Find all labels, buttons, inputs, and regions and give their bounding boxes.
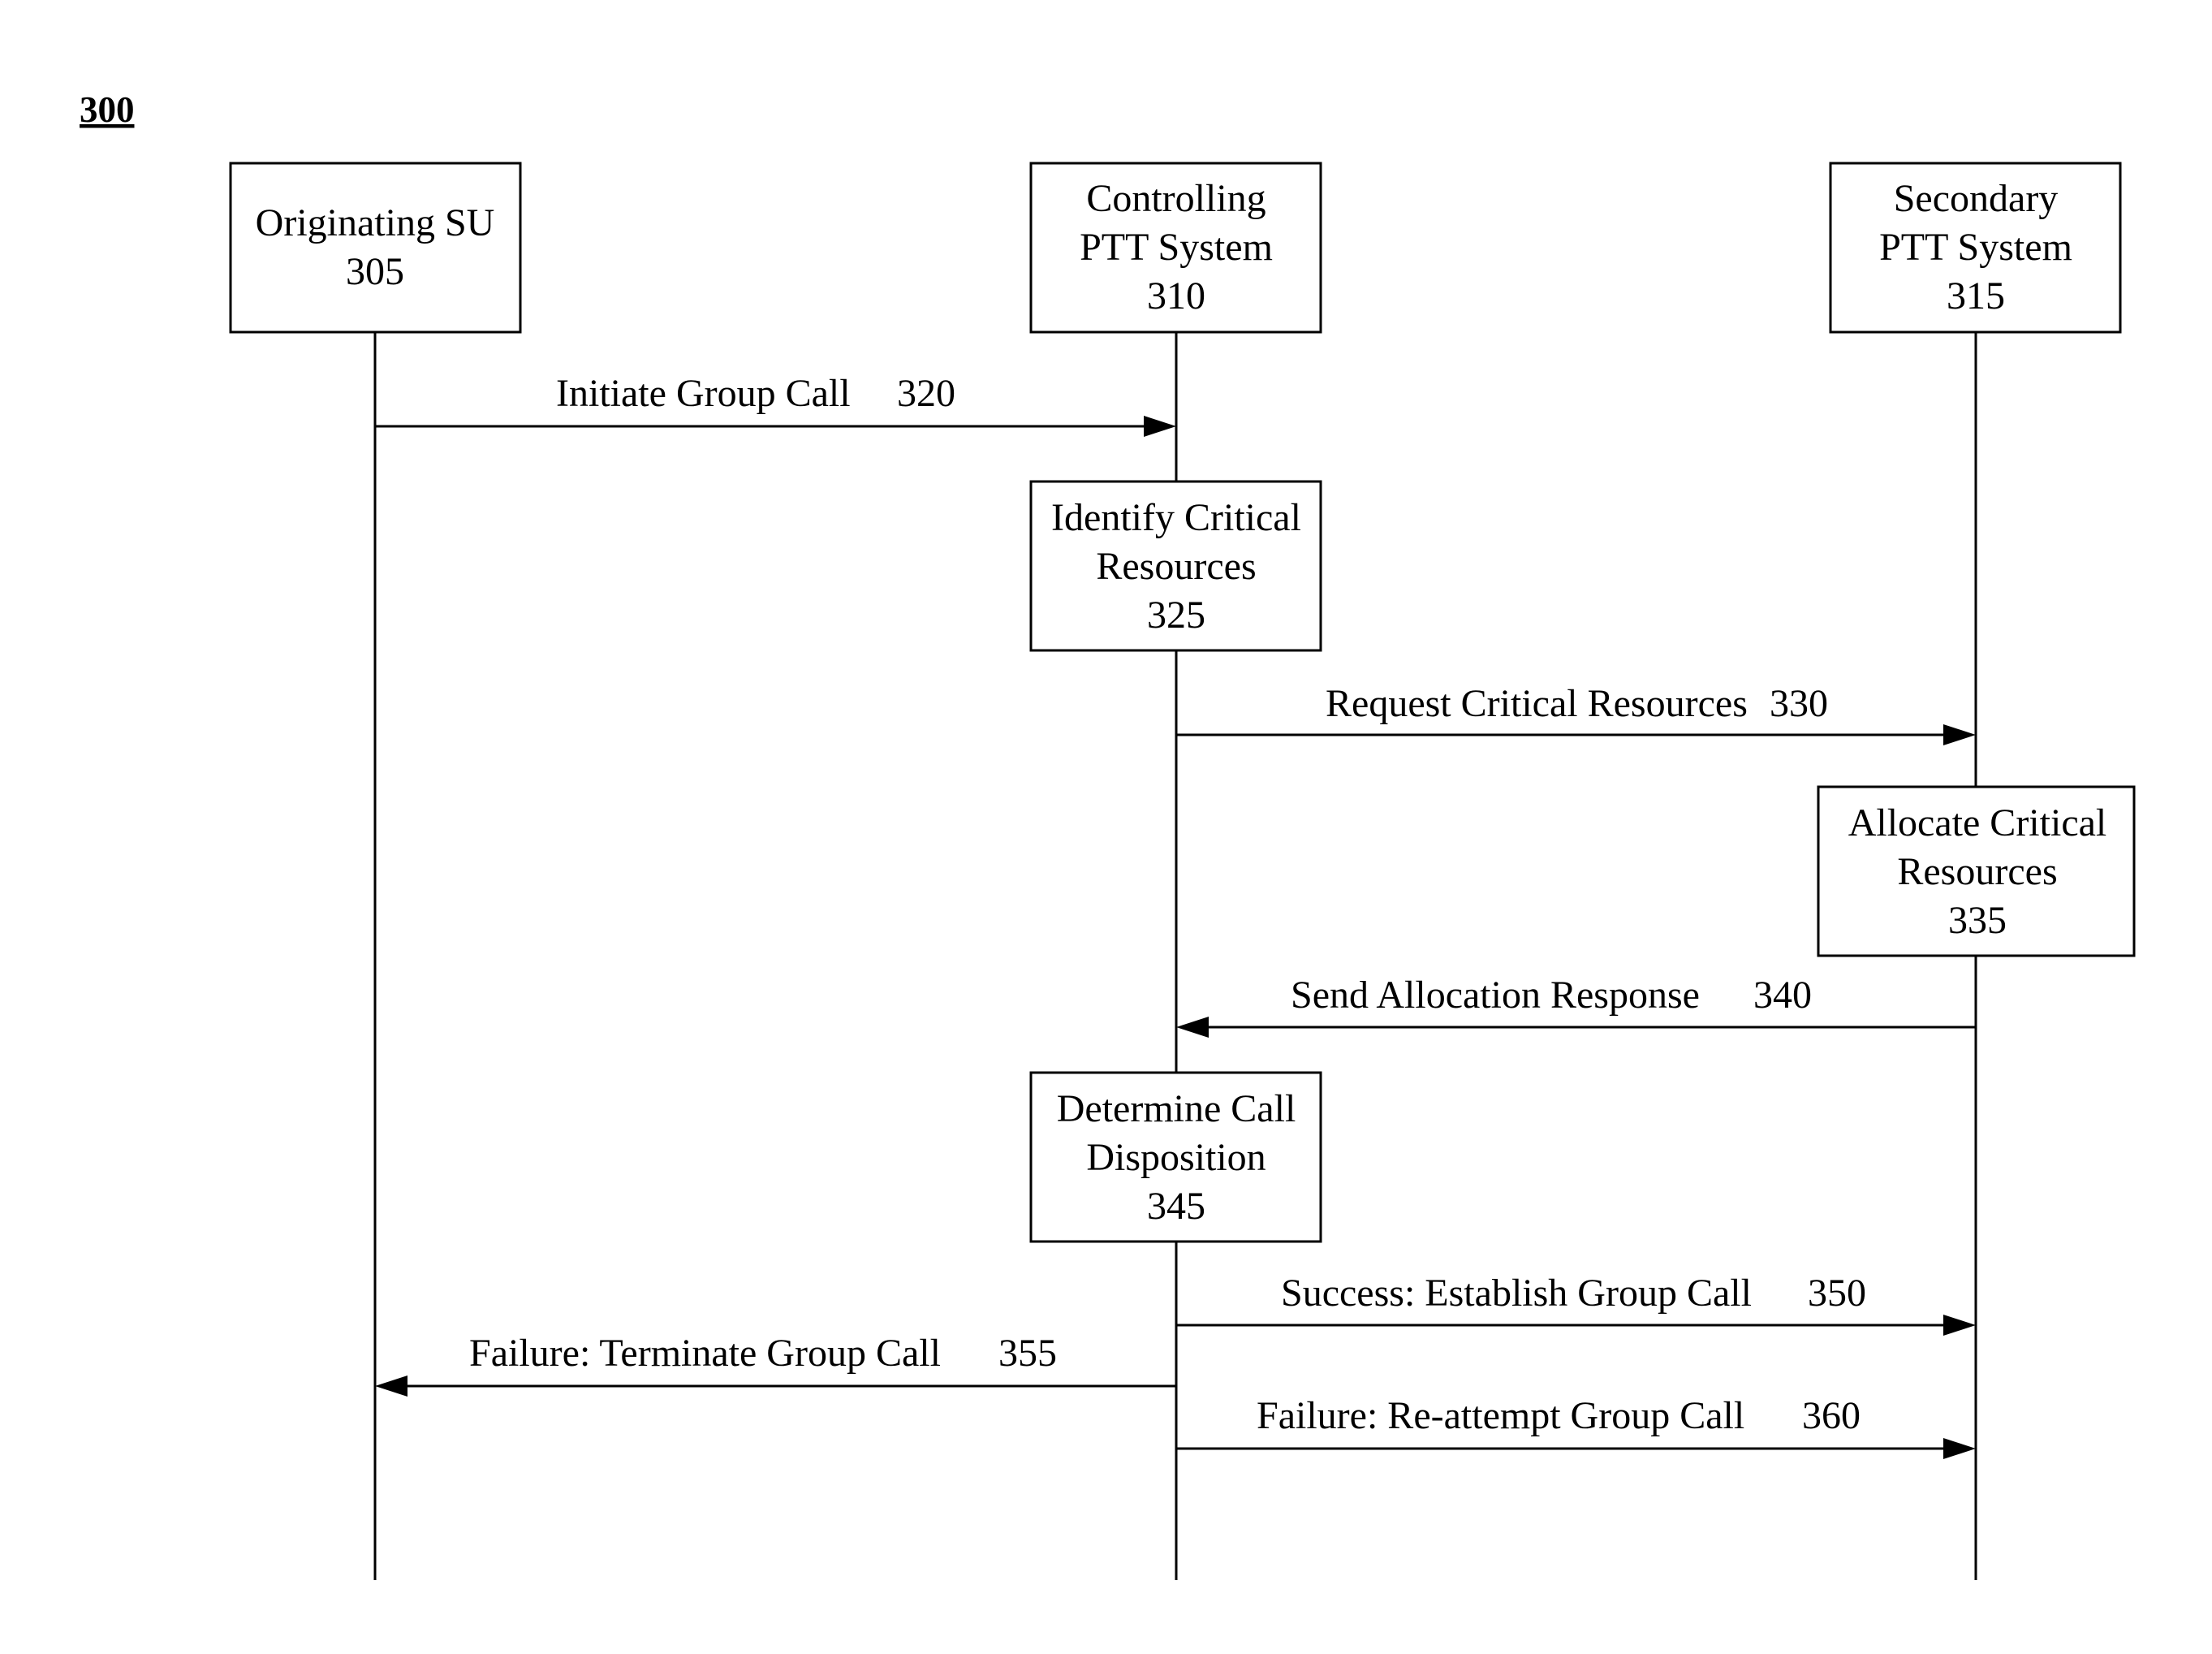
message-label: Request Critical Resources (1326, 682, 1748, 725)
message-number: 330 (1770, 682, 1828, 725)
message-label: Failure: Terminate Group Call (469, 1332, 941, 1375)
message-number: 355 (998, 1332, 1057, 1375)
participant-name-line2: PTT System (1879, 226, 2072, 269)
participant-number: 310 (1147, 274, 1205, 317)
participant-number: 315 (1947, 274, 2005, 317)
message-initiate-group-call: Initiate Group Call 320 (375, 372, 1176, 437)
message-number: 320 (897, 372, 955, 415)
activity-allocate-critical-resources: Allocate Critical Resources 335 (1818, 787, 2134, 956)
participant-controlling-ptt-system: Controlling PTT System 310 (1031, 163, 1321, 332)
message-label: Success: Establish Group Call (1281, 1272, 1752, 1315)
arrowhead-right (1943, 724, 1976, 745)
arrowhead-right (1144, 416, 1176, 437)
message-number: 360 (1802, 1394, 1861, 1437)
message-label: Failure: Re-attempt Group Call (1257, 1394, 1744, 1437)
activity-text-line1: Allocate Critical (1848, 801, 2107, 844)
participant-name: Originating SU (256, 201, 495, 244)
arrowhead-right (1943, 1315, 1976, 1336)
message-failure-terminate-group-call: Failure: Terminate Group Call 355 (375, 1332, 1176, 1397)
message-label: Send Allocation Response (1291, 974, 1700, 1017)
activity-text-line2: Resources (1096, 545, 1256, 588)
arrowhead-right (1943, 1438, 1976, 1459)
participant-name-line2: PTT System (1080, 226, 1273, 269)
participant-secondary-ptt-system: Secondary PTT System 315 (1830, 163, 2120, 332)
participant-box (231, 163, 520, 332)
participant-originating-su: Originating SU 305 (231, 163, 520, 332)
arrowhead-left (1176, 1017, 1209, 1038)
participant-number: 305 (346, 250, 404, 293)
activity-number: 335 (1948, 899, 2007, 942)
activity-number: 345 (1147, 1185, 1205, 1228)
activity-text-line2: Resources (1897, 850, 2057, 893)
activity-text-line1: Identify Critical (1051, 496, 1301, 539)
arrowhead-left (375, 1375, 407, 1397)
participant-name-line1: Secondary (1894, 177, 2059, 220)
message-failure-reattempt-group-call: Failure: Re-attempt Group Call 360 (1176, 1394, 1976, 1459)
activity-text-line2: Disposition (1086, 1136, 1266, 1179)
figure-label: 300 (80, 89, 135, 130)
message-label: Initiate Group Call (556, 372, 851, 415)
participant-name-line1: Controlling (1086, 177, 1266, 220)
activity-number: 325 (1147, 594, 1205, 637)
message-request-critical-resources: Request Critical Resources 330 (1176, 682, 1976, 745)
message-success-establish-group-call: Success: Establish Group Call 350 (1176, 1272, 1976, 1336)
message-number: 350 (1808, 1272, 1866, 1315)
activity-determine-call-disposition: Determine Call Disposition 345 (1031, 1073, 1321, 1242)
activity-identify-critical-resources: Identify Critical Resources 325 (1031, 482, 1321, 650)
message-send-allocation-response: Send Allocation Response 340 (1176, 974, 1976, 1038)
activity-text-line1: Determine Call (1057, 1087, 1296, 1130)
message-number: 340 (1753, 974, 1812, 1017)
